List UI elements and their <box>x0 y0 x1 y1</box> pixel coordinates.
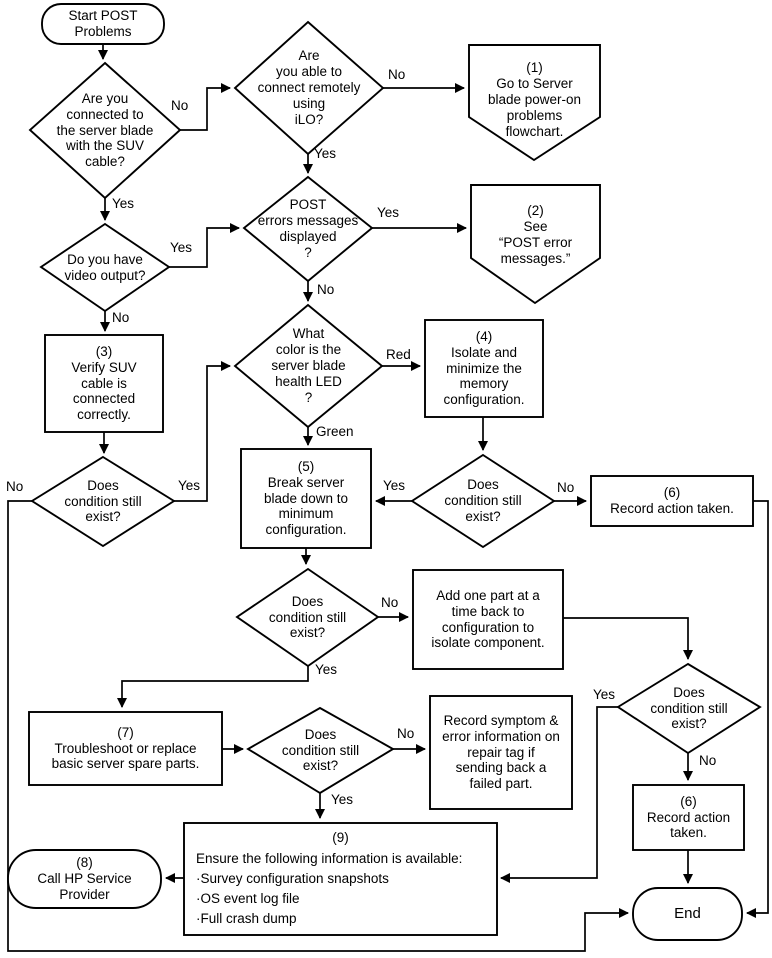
decision-post-errors <box>242 175 374 283</box>
decision-condition-5 <box>616 662 762 755</box>
terminator-end <box>632 887 743 941</box>
decision-ilo-remote <box>233 20 385 156</box>
edge-label-suv-yes: Yes <box>112 196 135 211</box>
edge-label-post-yes: Yes <box>377 205 400 220</box>
ensure-information-line: ·Full crash dump <box>196 911 297 927</box>
edge-label-ilo-no: No <box>388 67 406 82</box>
decision-condition-3 <box>235 567 380 668</box>
edge-cond1-yes-to-led <box>174 361 231 502</box>
edge-suv-no-to-ilo <box>180 83 231 131</box>
edge-label-led-red: Red <box>386 347 411 362</box>
process-record-action-6a <box>590 475 754 527</box>
offpage-connector-2 <box>470 184 601 305</box>
ensure-information-line: ·Survey configuration snapshots <box>196 870 389 886</box>
decision-suv-cable <box>28 61 182 200</box>
ensure-information-line: ·OS event log file <box>196 891 300 907</box>
edge-label-led-green: Green <box>316 424 354 439</box>
ensure-information-title: (9) <box>332 830 349 846</box>
edge-label-ilo-yes: Yes <box>314 146 337 161</box>
edge-label-cond1-yes: Yes <box>178 478 201 493</box>
decision-condition-2 <box>410 453 556 549</box>
edge-label-cond4-yes: Yes <box>331 792 354 807</box>
ensure-information-line: Ensure the following information is avai… <box>196 850 463 866</box>
edge-label-cond3-no: No <box>381 595 399 610</box>
terminator-call-hp <box>7 849 162 909</box>
edge-cond5-yes-to-ensure <box>500 706 618 883</box>
decision-health-led-color <box>233 303 384 429</box>
edge-record6a-to-end <box>746 500 769 918</box>
edge-label-cond2-no: No <box>557 480 575 495</box>
offpage-connector-1 <box>468 44 601 162</box>
edge-label-video-no: No <box>112 310 130 325</box>
decision-condition-4 <box>246 706 395 795</box>
process-ensure-information <box>183 822 498 936</box>
edge-label-cond5-no: No <box>699 753 717 768</box>
process-record-symptom <box>429 695 573 810</box>
process-ensure-information-content: (9) Ensure the following information is … <box>184 823 497 935</box>
edge-label-cond3-yes: Yes <box>315 662 338 677</box>
edge-video-yes-to-post <box>169 223 240 268</box>
edge-label-suv-no: No <box>171 98 189 113</box>
edge-label-post-no: No <box>317 282 335 297</box>
process-isolate-memory <box>424 319 544 418</box>
edge-label-cond2-yes: Yes <box>383 478 406 493</box>
edge-label-cond1-no: No <box>6 479 24 494</box>
edge-cond1-no-to-end <box>7 500 629 952</box>
process-add-one-part <box>412 569 564 670</box>
process-verify-suv-cable <box>44 334 164 433</box>
terminator-start <box>41 3 165 45</box>
edge-label-cond4-no: No <box>397 726 415 741</box>
edge-label-video-yes: Yes <box>170 240 193 255</box>
process-record-action-6b <box>632 784 745 851</box>
edge-addpart-to-cond5 <box>563 617 693 660</box>
decision-condition-1 <box>30 455 176 548</box>
edge-cond3-yes-to-troubleshoot <box>117 666 309 708</box>
decision-video-output <box>39 222 171 313</box>
edge-label-cond5-yes: Yes <box>593 687 616 702</box>
process-troubleshoot-spares <box>28 711 223 786</box>
process-break-down-blade <box>240 448 372 549</box>
